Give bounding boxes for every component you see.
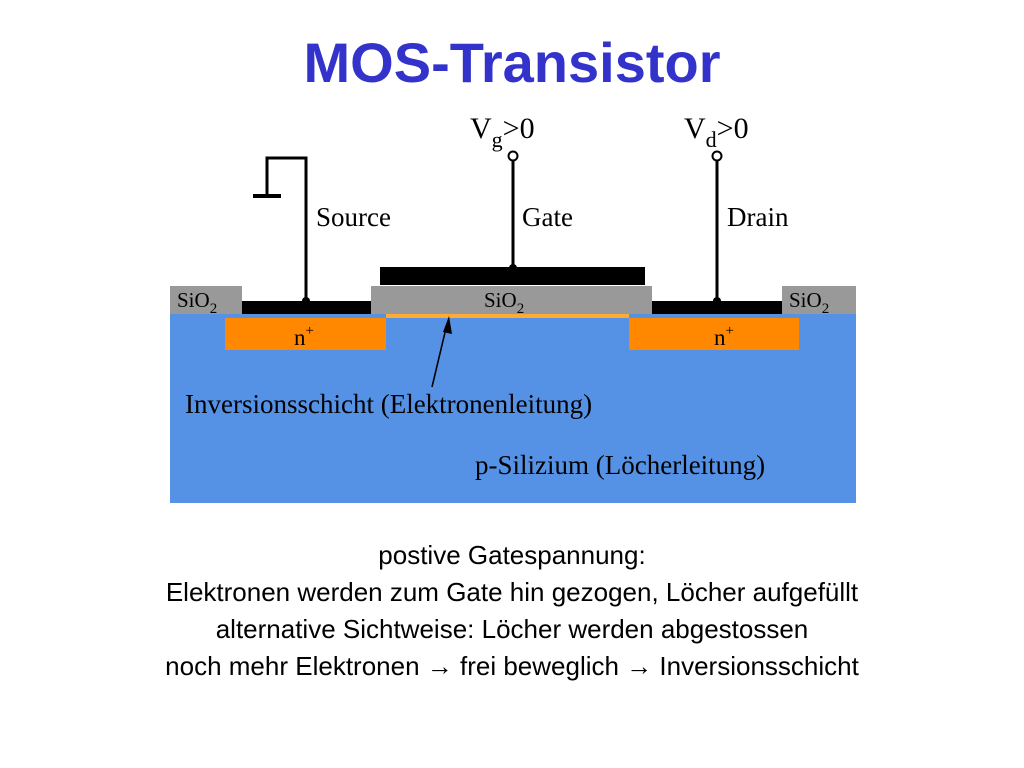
drain-label: Drain [727, 202, 789, 232]
oxide-label-gate: SiO2 [484, 288, 524, 317]
substrate-label: p-Silizium (Löcherleitung) [475, 450, 765, 480]
caption-line-1: postive Gatespannung: [378, 540, 646, 570]
oxide-left [170, 286, 242, 314]
inversion-layer [386, 314, 629, 318]
gate-node [509, 264, 517, 272]
inversion-arrowhead [443, 316, 452, 334]
n-plus-region-source [225, 318, 386, 350]
n-plus-label-source: n+ [294, 323, 314, 350]
drain-contact [652, 301, 782, 314]
drain-voltage-label: Vd>0 [684, 112, 749, 152]
oxide-label-right: SiO2 [789, 288, 829, 317]
source-label: Source [316, 202, 391, 232]
source-node [302, 297, 310, 305]
slide-title: MOS-Transistor [303, 31, 721, 94]
caption: postive Gatespannung: Elektronen werden … [0, 537, 1024, 685]
gate-label: Gate [522, 202, 573, 232]
caption-line-2: Elektronen werden zum Gate hin gezogen, … [165, 577, 859, 607]
mos-transistor-diagram: Vg>0 Vd>0 Source Gate Drain SiO2 SiO2 Si… [170, 112, 856, 503]
source-contact [242, 301, 371, 314]
n-plus-label-drain: n+ [714, 323, 734, 350]
caption-line-3: alternative Sichtweise: Löcher werden ab… [215, 614, 809, 644]
drain-terminal [711, 150, 723, 162]
source-wire [265, 156, 308, 302]
drain-node [713, 297, 721, 305]
inversion-arrow [431, 323, 448, 388]
oxide-right [782, 286, 856, 314]
gate-terminal [507, 150, 519, 162]
n-plus-region-drain [629, 318, 799, 350]
gate-electrode [380, 267, 645, 285]
inversion-layer-label: Inversionsschicht (Elektronenleitung) [185, 389, 592, 419]
gate-voltage-label: Vg>0 [470, 112, 535, 152]
oxide-gate [371, 286, 652, 314]
caption-line-4: noch mehr Elektronen → frei beweglich → … [165, 651, 859, 681]
oxide-label-left: SiO2 [177, 288, 217, 317]
